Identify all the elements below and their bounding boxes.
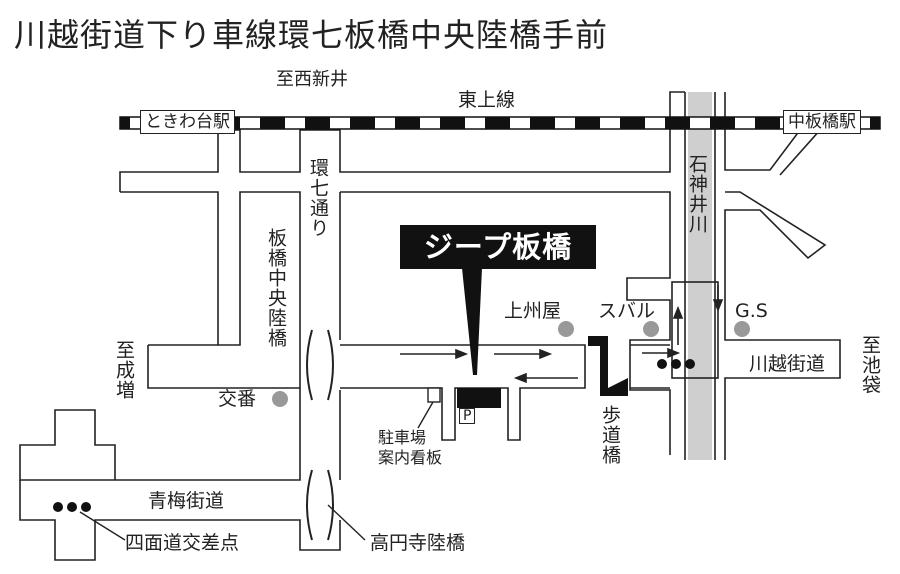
jyoshuya-label: 上州屋 xyxy=(504,300,562,322)
takaenji-label: 高円寺陸橋 xyxy=(370,532,466,554)
kawagoe-main xyxy=(340,344,586,441)
kawagoe-left-end xyxy=(147,345,300,389)
jyoshuya-marker xyxy=(558,321,574,337)
direction-right: 至池袋 xyxy=(859,335,881,395)
subaru-label: スバル xyxy=(598,300,656,322)
shop-building xyxy=(457,388,501,408)
bridge-marks xyxy=(306,329,334,541)
mid-streets xyxy=(340,191,671,455)
footbridge xyxy=(588,336,628,396)
parking-sign-label: 駐車場 案内看板 xyxy=(378,428,443,467)
road-network xyxy=(19,91,841,561)
direction-left: 至成増 xyxy=(113,340,135,400)
banner-pointer xyxy=(462,268,482,375)
gs-label: G.S xyxy=(735,300,768,322)
station-left: ときわ台駅 xyxy=(140,110,235,134)
river-label: 石神井川 xyxy=(686,154,708,234)
sign-leader xyxy=(417,401,434,429)
traffic-signals xyxy=(53,359,695,512)
parking-icon: P xyxy=(459,408,476,424)
gs-marker xyxy=(734,321,750,337)
rail-line-label: 東上線 xyxy=(458,89,516,111)
upper-street xyxy=(119,91,685,192)
ome-label: 青梅街道 xyxy=(148,490,225,512)
shop-banner: ジープ板橋 xyxy=(400,225,596,269)
central-bridge-label: 板橋中央陸橋 xyxy=(265,228,287,348)
koban-marker xyxy=(272,391,288,407)
ome-bottom xyxy=(19,480,341,561)
koban-label: 交番 xyxy=(218,388,257,410)
kan7-label: 環七通り xyxy=(307,158,329,238)
ramp-outline xyxy=(671,281,719,379)
subaru-marker xyxy=(643,321,659,337)
kawagoe-label: 川越街道 xyxy=(749,353,826,375)
landmark-markers xyxy=(272,321,750,407)
footbridge-label: 歩道橋 xyxy=(599,405,621,465)
intersection-label: 四面道交差点 xyxy=(125,532,240,554)
parking-sign-post xyxy=(427,387,441,403)
intersection-leader xyxy=(79,511,126,541)
takaenji-leader xyxy=(327,504,366,541)
left-streets xyxy=(120,191,301,346)
river xyxy=(688,92,712,460)
page-title: 川越街道下り車線環七板橋中央陸橋手前 xyxy=(14,16,609,54)
ome-top xyxy=(19,390,301,481)
station-right: 中板橋駅 xyxy=(783,110,861,134)
direction-top: 至西新井 xyxy=(276,69,348,90)
right-streets xyxy=(724,191,841,460)
